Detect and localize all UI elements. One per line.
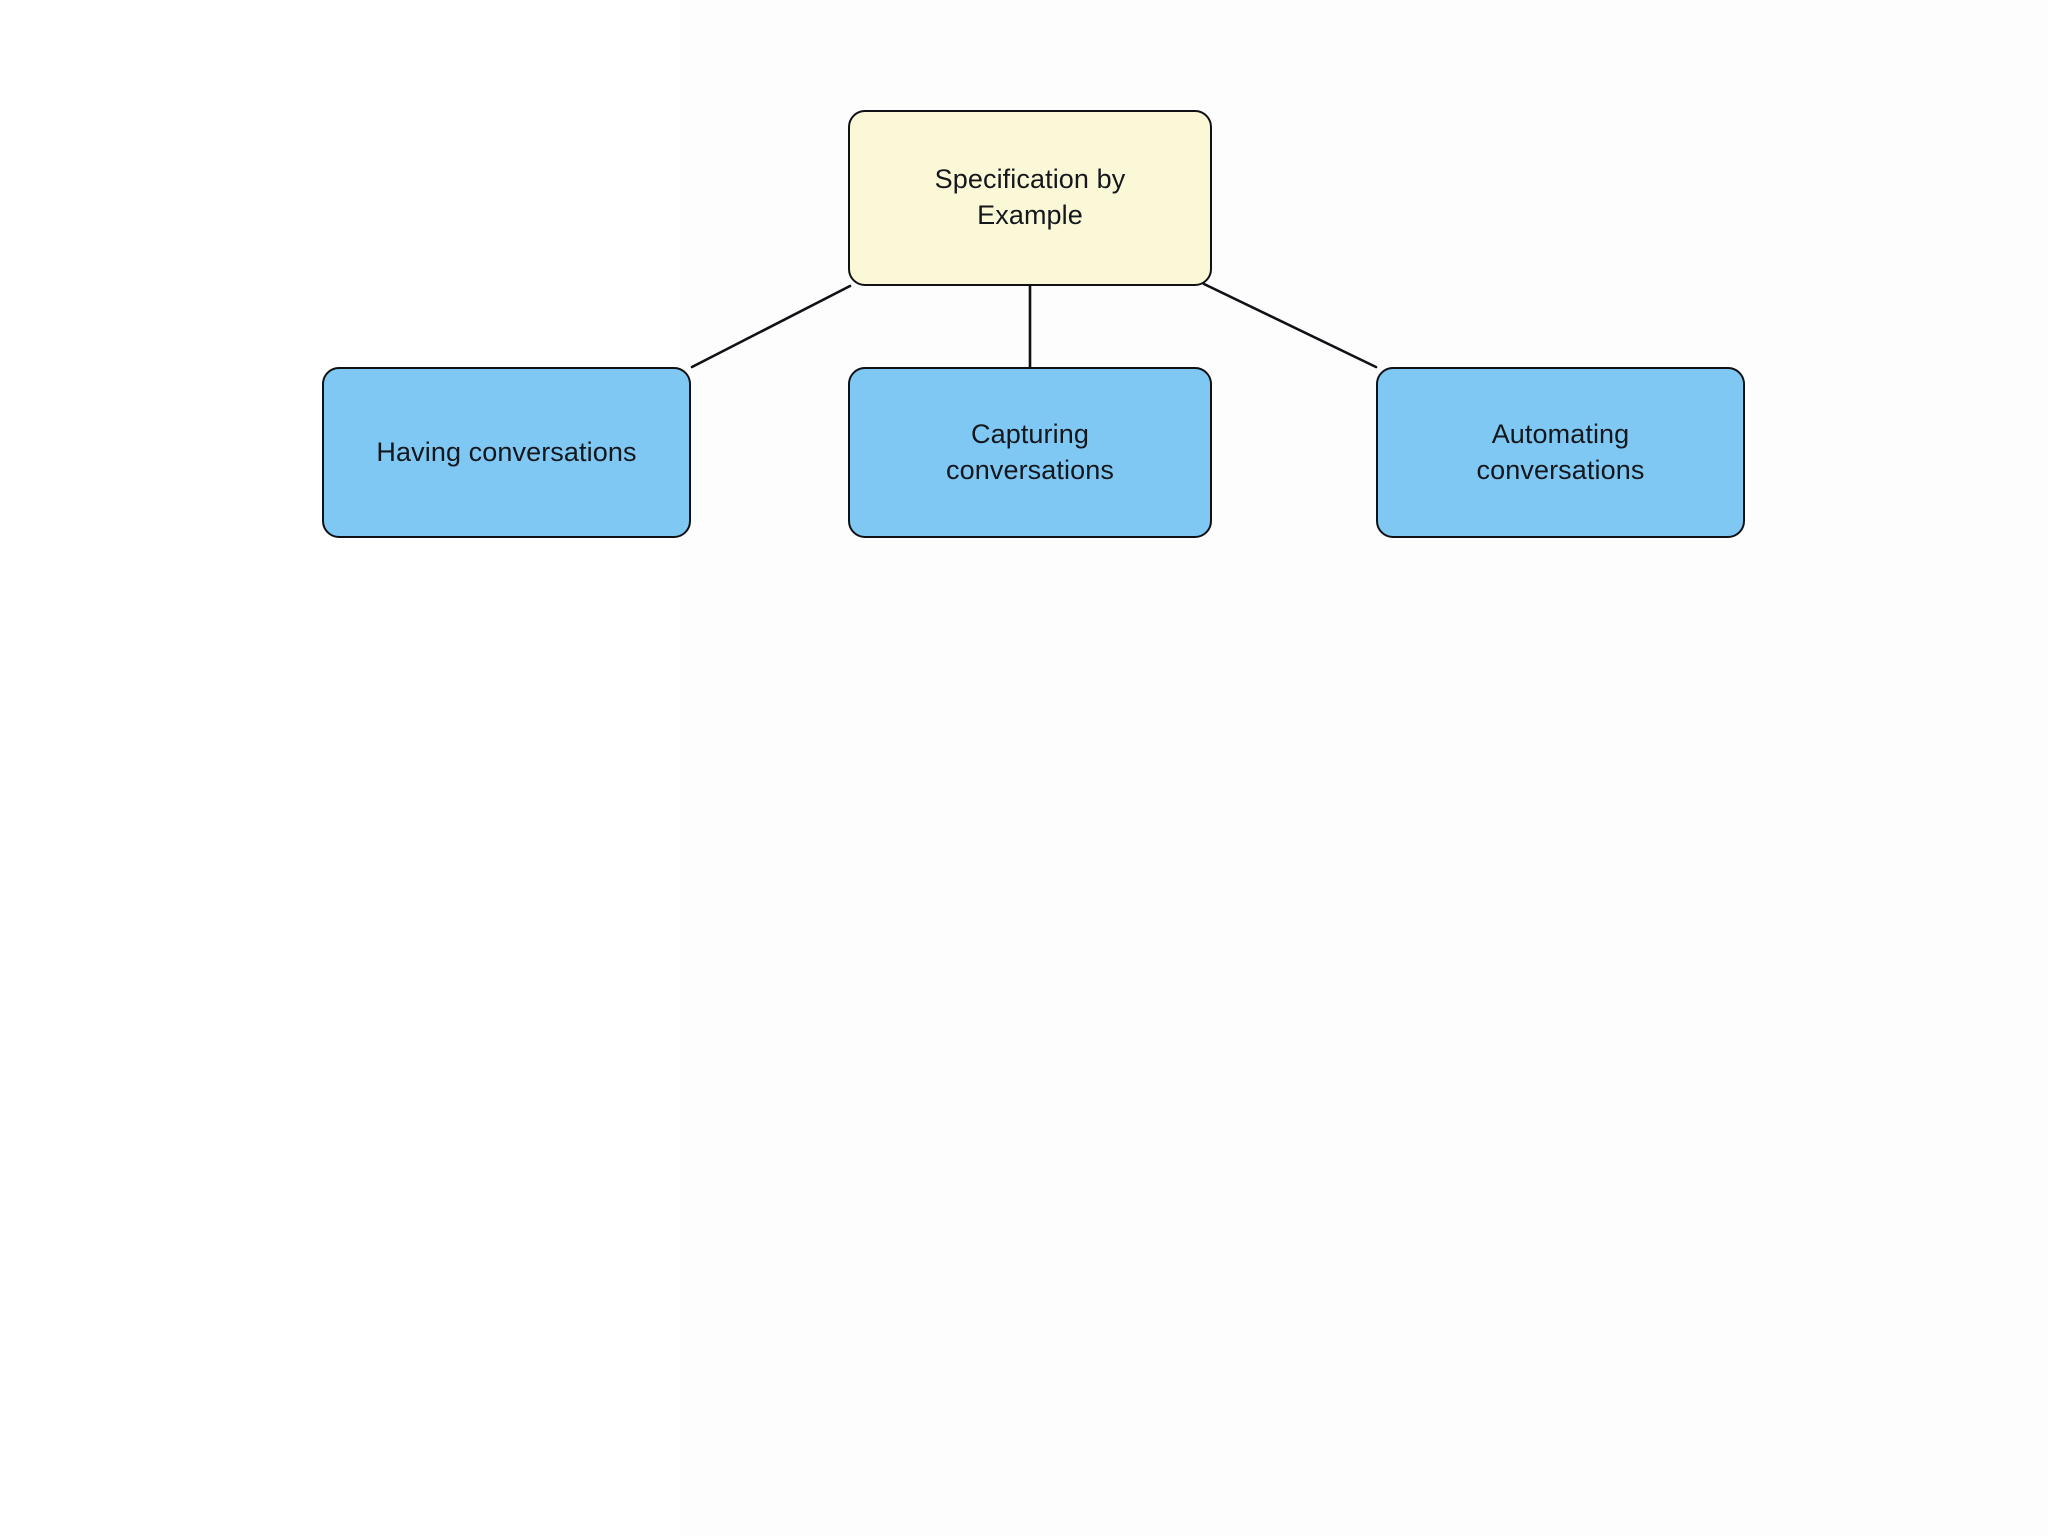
node-having-conversations[interactable]: Having conversations: [322, 367, 691, 538]
edge-root-to-having-conversations: [690, 284, 852, 369]
node-label-having-conversations: Having conversations: [376, 436, 637, 467]
node-capturing-conversations[interactable]: Capturing conversations: [848, 367, 1212, 538]
edge-root-to-automating-conversations: [1202, 282, 1378, 369]
node-label-specification-by-example: Specification by Example: [934, 164, 1126, 230]
node-label-capturing-conversations: Capturing conversations: [946, 418, 1114, 485]
node-specification-by-example[interactable]: Specification by Example: [848, 110, 1212, 286]
node-automating-conversations[interactable]: Automating conversations: [1376, 367, 1745, 538]
node-label-automating-conversations: Automating conversations: [1476, 418, 1645, 485]
